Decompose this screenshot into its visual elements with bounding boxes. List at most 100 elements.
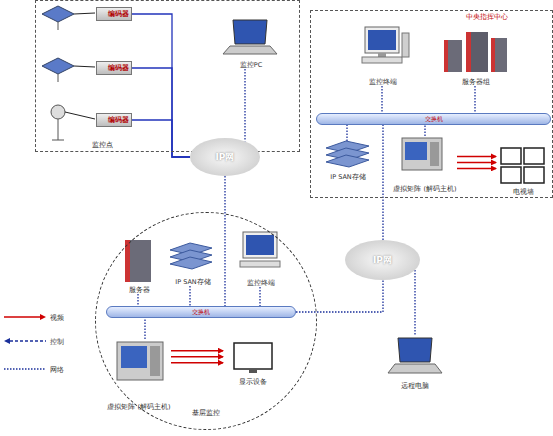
node-label: 编码器 xyxy=(108,10,129,18)
node-label: 远程电脑 xyxy=(401,382,429,390)
network-link xyxy=(296,280,383,312)
camera-stand xyxy=(58,74,59,82)
display-stand xyxy=(249,369,257,373)
video-line-sample xyxy=(4,316,42,318)
tv-screen xyxy=(501,167,521,183)
node-label: 电视墙 xyxy=(513,188,534,196)
san-storage: IP SAN存储 xyxy=(317,141,379,181)
tv-wall: 电视墙 xyxy=(496,146,551,196)
base-san-icon xyxy=(170,243,212,269)
connector-line xyxy=(171,356,223,358)
server-tower xyxy=(466,32,488,72)
base-monitoring-ellipse: 基层监控服务器IP SAN存储监控终端交换机虚拟矩阵 (解码主机)显示设备 xyxy=(95,212,317,430)
monitoring-region: 监控点编码器编码器编码器监控PC xyxy=(35,0,300,152)
connector-line xyxy=(424,125,425,136)
network-link xyxy=(415,270,416,335)
monitor-screen xyxy=(368,30,396,50)
tv-screen xyxy=(501,148,521,164)
network-link xyxy=(145,318,146,339)
laptop-node: 远程电脑 xyxy=(382,335,448,390)
network-link xyxy=(190,286,191,306)
monitor-body xyxy=(243,232,277,258)
connector-line xyxy=(224,176,225,306)
node-label: 监控终端 xyxy=(247,279,275,287)
connector-line xyxy=(132,14,190,157)
display-screen xyxy=(234,343,272,369)
dome-camera-symbol xyxy=(51,105,65,119)
camera-symbol xyxy=(42,6,74,22)
network-line-sample xyxy=(4,368,46,370)
node-label: 服务器组 xyxy=(462,78,490,86)
encoder-box: 编码器 xyxy=(96,61,132,75)
laptop-icon xyxy=(223,20,277,54)
video-arrow xyxy=(457,156,496,168)
connector-line xyxy=(137,294,138,306)
keyboard xyxy=(362,57,402,63)
network-link xyxy=(245,69,246,141)
node-label: IP网 xyxy=(373,255,392,265)
connector-line xyxy=(171,350,223,352)
server-stripe xyxy=(444,40,448,72)
matrix-panel xyxy=(430,142,439,166)
monitor-neck xyxy=(378,53,386,57)
server-node: 服务器 xyxy=(113,236,165,294)
legend-label: 网络 xyxy=(50,365,64,375)
node-label: 虚拟矩阵 (解码主机) xyxy=(393,185,456,193)
server-group: 服务器组 xyxy=(441,31,511,86)
network-cloud: IP网 xyxy=(345,240,420,280)
node-label: 编码器 xyxy=(108,64,129,72)
camera-wire xyxy=(65,112,95,119)
camera-wire xyxy=(74,66,95,67)
connector-line xyxy=(346,125,347,141)
storage-plate xyxy=(170,257,212,269)
node-label: IP SAN存储 xyxy=(175,278,210,286)
matrix-body xyxy=(117,342,163,380)
server-tower xyxy=(125,240,151,282)
server-group-icon xyxy=(444,32,507,72)
connector-line xyxy=(381,86,382,113)
decoder-matrix: 虚拟矩阵 (解码主机) xyxy=(107,339,171,411)
arrow-head xyxy=(40,314,46,320)
base-monitor-icon xyxy=(240,232,280,267)
network-link xyxy=(383,125,384,240)
server-stripe xyxy=(466,32,471,72)
node-label: IP SAN存储 xyxy=(330,173,365,181)
legend-label: 视频 xyxy=(50,313,64,323)
remote-laptop-icon xyxy=(388,338,442,373)
connector-line xyxy=(132,68,190,157)
monitor-terminal: 监控终端 xyxy=(353,26,413,86)
monitor-terminal: 监控终端 xyxy=(231,229,291,287)
display-icon xyxy=(234,343,272,373)
switch-band: 交换机 xyxy=(316,113,551,125)
arrow-head xyxy=(4,338,10,344)
camera-stand xyxy=(52,140,64,141)
connector-line xyxy=(171,362,223,364)
connector-line xyxy=(457,162,496,164)
camera-icons xyxy=(42,6,95,140)
network-link xyxy=(347,125,348,141)
connector-line xyxy=(296,280,383,312)
control-line-sample xyxy=(10,340,46,342)
san-storage: IP SAN存储 xyxy=(165,241,221,286)
tv-screen xyxy=(524,167,544,183)
network-link xyxy=(382,86,383,113)
node-label: 监控终端 xyxy=(369,78,397,86)
monitor-screen xyxy=(246,235,274,255)
node-label: 虚拟矩阵 (解码主机) xyxy=(107,403,170,411)
server-tower xyxy=(491,38,507,72)
keyboard xyxy=(240,261,280,267)
connector-line xyxy=(457,168,496,170)
connector-line xyxy=(189,286,190,306)
connector-line xyxy=(474,86,475,113)
encoder-link xyxy=(132,68,190,157)
connector-line xyxy=(382,125,383,240)
laptop-base xyxy=(223,46,277,54)
node-label: 交换机 xyxy=(425,116,443,122)
server-stripe xyxy=(491,38,495,72)
command-center-region: 中央指挥中心监控终端服务器组交换机IP SAN存储虚拟矩阵 (解码主机)电视墙 xyxy=(310,10,553,198)
camera-stand xyxy=(58,22,59,30)
laptop-screen xyxy=(233,20,267,44)
encoder-box: 编码器 xyxy=(96,113,132,127)
